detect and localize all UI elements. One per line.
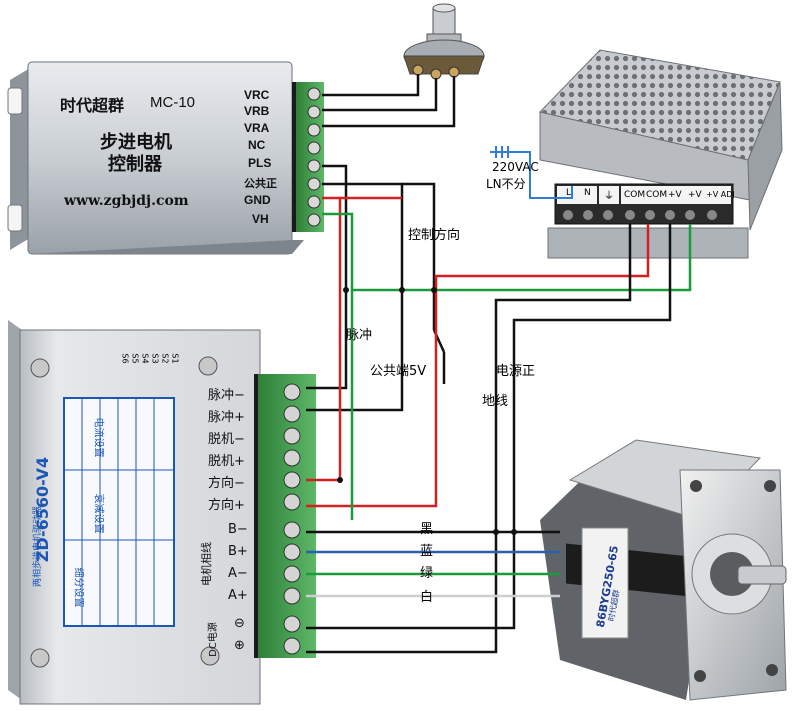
junction-dots (337, 287, 517, 535)
controller-terminal-vrb: VRB (244, 104, 270, 118)
controller-terminal-nc: NC (248, 138, 266, 152)
driver-terminal-dir-minus: 方向− (208, 476, 245, 491)
potentiometer (403, 3, 485, 80)
driver-table-heading-current: 电流设置 (92, 417, 104, 458)
label-direction: 控制方向 (408, 228, 461, 243)
label-white: 白 (420, 590, 434, 605)
label-common: 公共端5V (370, 364, 427, 379)
controller-model: MC-10 (150, 94, 196, 111)
psu-terminal-v2: +V (688, 190, 702, 200)
driver-switch-s6: S6 (120, 353, 130, 364)
label-blue: 蓝 (420, 544, 434, 559)
driver-switch-s2: S2 (160, 353, 170, 364)
controller-terminal-gnd: GND (244, 193, 271, 207)
psu-terminal-com1: COM (624, 190, 646, 200)
driver-terminal-pulse-plus: 脉冲+ (208, 410, 245, 425)
driver-table-heading-decay: 衰减设置 (92, 493, 104, 534)
controller-terminal-vra: VRA (244, 121, 270, 135)
driver-motor-group-label: 电机相线 (200, 542, 213, 586)
driver-terminal-power-plus: ⊕ (234, 638, 245, 653)
settings-table-grid (64, 398, 174, 626)
controller-title-line1: 步进电机 (100, 132, 172, 153)
psu-terminal-com2: COM (646, 190, 668, 200)
driver-terminal-b-plus: B+ (228, 544, 248, 559)
wire-common-5v (306, 182, 404, 412)
controller-terminal-vrc: VRC (244, 88, 270, 102)
driver-power-group-label: DC电源 (207, 622, 219, 657)
controller-title-line2: 控制器 (108, 154, 162, 175)
wire-pot-vrc (322, 74, 420, 97)
wire-pot-vra (322, 76, 456, 128)
driver-terminal-pulse-minus: 脉冲− (208, 388, 245, 403)
driver-switch-s3: S3 (150, 353, 160, 364)
wire-power-positive (306, 224, 632, 654)
driver-table-heading-subdivision: 细分设置 (72, 567, 84, 608)
label-pulse: 脉冲 (346, 328, 373, 343)
stepper-motor (540, 439, 787, 701)
label-green: 绿 (420, 566, 434, 581)
driver-terminal-a-minus: A− (228, 566, 248, 581)
psu-ln-note: LN不分 (486, 177, 526, 191)
wire-ac (490, 151, 573, 199)
driver-switch-s5: S5 (130, 353, 140, 364)
power-supply (539, 49, 783, 259)
driver-box (8, 320, 316, 705)
controller-terminal-pls: PLS (248, 156, 272, 170)
controller-box (7, 61, 324, 255)
label-black: 黑 (420, 522, 434, 537)
psu-ac-label: 220VAC (492, 160, 539, 174)
driver-subtitle: 两相步进电机驱动器 (33, 505, 44, 588)
wire-red-gnd (306, 196, 342, 482)
psu-screws (563, 210, 717, 220)
wire-pot-vrb (322, 78, 438, 112)
driver-terminal-a-plus: A+ (228, 588, 248, 603)
driver-switch-s4: S4 (140, 353, 150, 364)
psu-terminal-n: N (584, 188, 591, 198)
driver-switch-s1: S1 (170, 353, 180, 364)
wire-ground (306, 224, 672, 630)
driver-terminal-power-minus: ⊖ (234, 616, 245, 631)
driver-terminal-b-minus: B− (228, 522, 248, 537)
psu-terminal-vadj: +V ADJ (706, 190, 735, 199)
wires (306, 74, 692, 654)
psu-terminal-l: L (566, 188, 572, 198)
driver-terminal-offline-minus: 脱机− (208, 432, 245, 447)
controller-terminal-common: 公共正 (244, 178, 277, 190)
wire-red-direction (306, 224, 650, 508)
driver-screws (283, 383, 301, 655)
controller-screws (307, 87, 321, 227)
controller-terminal-vh: VH (252, 212, 269, 226)
wire-pulse (306, 164, 348, 390)
psu-terminal-earth: ⏚ (604, 191, 614, 202)
label-ground: 地线 (482, 394, 509, 409)
driver-terminal-offline-plus: 脱机+ (208, 454, 245, 469)
label-power-positive: 电源正 (496, 364, 536, 379)
controller-website: www.zgbjdj.com (64, 193, 189, 209)
controller-brand: 时代超群 (60, 96, 125, 115)
psu-terminal-v1: +V (668, 190, 682, 200)
driver-terminal-dir-plus: 方向+ (208, 498, 245, 513)
